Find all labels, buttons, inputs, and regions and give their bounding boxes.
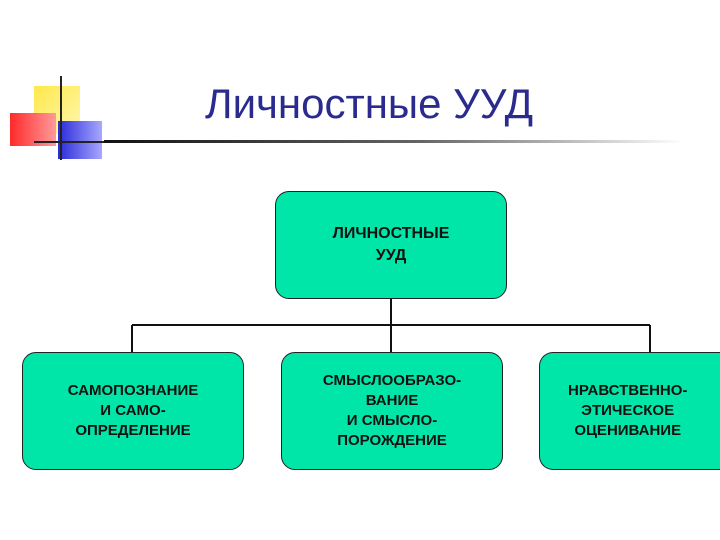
slide-title: Личностные УУД	[205, 80, 534, 127]
diagram-node-moral-evaluation: НРАВСТВЕННО- ЭТИЧЕСКОЕ ОЦЕНИВАНИЕ	[539, 352, 720, 470]
diagram-node-self-knowledge: САМОПОЗНАНИЕ И САМО- ОПРЕДЕЛЕНИЕ	[22, 352, 244, 470]
title-underline	[104, 140, 684, 143]
decorative-red-square	[10, 113, 56, 146]
decorative-blue-square	[58, 121, 102, 159]
decorative-horizontal-line	[34, 141, 104, 143]
diagram-node-meaning-formation: СМЫСЛООБРАЗО- ВАНИЕ И СМЫСЛО- ПОРОЖДЕНИЕ	[281, 352, 503, 470]
diagram-node-root: ЛИЧНОСТНЫЕ УУД	[275, 191, 507, 299]
decorative-vertical-line	[60, 76, 62, 160]
